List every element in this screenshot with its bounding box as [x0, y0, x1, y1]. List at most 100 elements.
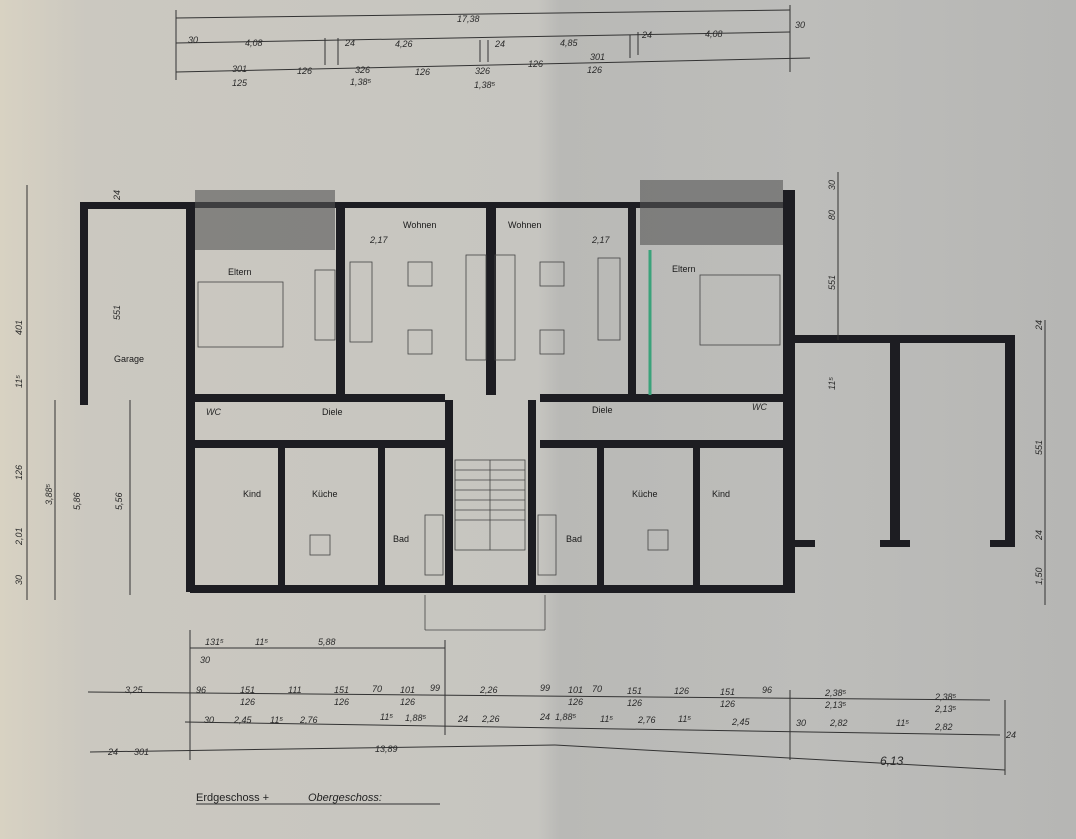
bottom-row1-labels: 3,25 96 151 126 111 151 126 70 101 126 9… [125, 683, 957, 714]
room-label-wc-left: WC [206, 407, 221, 417]
plan-title-erdgeschoss: Erdgeschoss + [196, 792, 269, 804]
dim-label: 24 [1034, 530, 1044, 541]
dim-label: 3,88⁵ [44, 483, 54, 505]
room-label-kueche-right: Küche [632, 489, 658, 499]
dim-label: 99 [430, 683, 440, 693]
dim-label: 4,08 [245, 38, 263, 48]
dim-label: 24 [641, 30, 652, 40]
dim-label: 101 [568, 685, 583, 695]
dim-label: 24 [107, 747, 118, 757]
staircase [424, 459, 546, 631]
dim-label: 2,26 [481, 714, 500, 724]
right-dimension-lines [837, 172, 1046, 605]
dim-label: 4,85 [560, 38, 579, 48]
room-label-eltern-right: Eltern [672, 264, 696, 274]
dim-label: 24 [112, 190, 122, 201]
dim-label: 2,13⁵ [824, 700, 847, 710]
dim-label: 30 [796, 718, 806, 728]
dim-label: 2,38⁵ [934, 692, 957, 702]
dim-label: 126 [400, 697, 415, 707]
dim-label: 1,38⁵ [474, 80, 496, 90]
dim-label: 2,01 [14, 527, 24, 546]
balcony-left [195, 190, 335, 250]
room-label-diele-right: Diele [592, 405, 613, 415]
dim-label: 2,76 [637, 715, 656, 725]
room-label-kueche-left: Küche [312, 489, 338, 499]
dim-label: 24 [457, 714, 468, 724]
room-label-garage: Garage [114, 354, 144, 364]
dim-label: 151 [627, 686, 642, 696]
bottom-row2-labels: 30 2,45 11⁵ 2,76 11⁵ 1,88⁵ 24 2,26 24 1,… [204, 712, 1016, 740]
dim-label: 4,26 [395, 39, 413, 49]
dim-label: 4,08 [705, 29, 723, 39]
dim-label: 96 [196, 685, 206, 695]
dim-label: 30 [795, 20, 805, 30]
dim-label: 151 [720, 687, 735, 697]
dim-label: 326 [355, 65, 370, 75]
dim-label: 2,13⁵ [934, 704, 957, 714]
dim-label: 70 [592, 684, 602, 694]
top-dimension-lines [175, 5, 811, 80]
room-label-bad-right: Bad [566, 534, 582, 544]
dim-label: 96 [762, 685, 772, 695]
furniture [197, 254, 781, 576]
dim-label: 5,88 [318, 637, 336, 647]
dim-label: 126 [297, 66, 312, 76]
dim-label: 11⁵ [380, 712, 393, 722]
dim-label: 126 [587, 65, 602, 75]
dim-label: 24 [539, 712, 550, 722]
dim-label: 131⁵ [205, 637, 224, 647]
dim-label: 2,82 [829, 718, 848, 728]
dim-label: 551 [1034, 440, 1044, 455]
dim-label: 126 [720, 699, 735, 709]
dim-label: 326 [475, 66, 490, 76]
dim-label: 11⁵ [600, 714, 613, 724]
room-label-wohnen-left: Wohnen [403, 220, 436, 230]
dim-label: 13,89 [375, 744, 398, 754]
dim-label: 126 [334, 697, 349, 707]
dim-label: 24 [1005, 730, 1016, 740]
dim-label: 126 [528, 59, 543, 69]
dim-label: 5,56 [114, 492, 124, 510]
room-label-diele-left: Diele [322, 407, 343, 417]
dim-label: 30 [200, 655, 210, 665]
dim-label: 6,13 [880, 754, 904, 768]
dim-label: 80 [827, 210, 837, 220]
bottom-dimension-lines [87, 630, 1006, 775]
dim-label: 1,88⁵ [405, 713, 427, 723]
dim-label: 30 [204, 715, 214, 725]
plan-title-obergeschoss: Obergeschoss: [308, 792, 382, 804]
room-label-eltern-left: Eltern [228, 267, 252, 277]
room-label-bad-left: Bad [393, 534, 409, 544]
dim-label: 125 [232, 78, 248, 88]
dim-label: 401 [14, 320, 24, 335]
balcony-dim-left: 2,17 [369, 235, 389, 245]
dim-label: 111 [288, 685, 302, 695]
dim-label: 126 [627, 698, 642, 708]
dim-label: 11⁵ [255, 637, 268, 647]
dim-label: 3,25 [125, 685, 144, 695]
dim-label: 2,26 [479, 685, 498, 695]
dim-label: 101 [400, 685, 415, 695]
room-label-wohnen-right: Wohnen [508, 220, 541, 230]
dim-label: 5,86 [72, 492, 82, 510]
dim-label: 11⁵ [678, 714, 691, 724]
dim-label: 11⁵ [270, 715, 283, 725]
dim-label: 1,88⁵ [555, 712, 577, 722]
dim-label: 126 [674, 686, 689, 696]
dim-label: 551 [827, 275, 837, 290]
dim-label: 30 [188, 35, 198, 45]
dim-label: 126 [415, 67, 430, 77]
dim-label: 1,50 [1034, 567, 1044, 585]
dim-label: 126 [14, 465, 24, 480]
dim-label: 99 [540, 683, 550, 693]
dim-label: 551 [112, 305, 122, 320]
dim-label: 2,45 [233, 715, 253, 725]
dim-label: 2,76 [299, 715, 318, 725]
dim-label: 126 [240, 697, 255, 707]
dim-label: 17,38 [457, 14, 480, 24]
dim-label: 24 [344, 38, 355, 48]
dim-label: 11⁵ [827, 377, 837, 390]
